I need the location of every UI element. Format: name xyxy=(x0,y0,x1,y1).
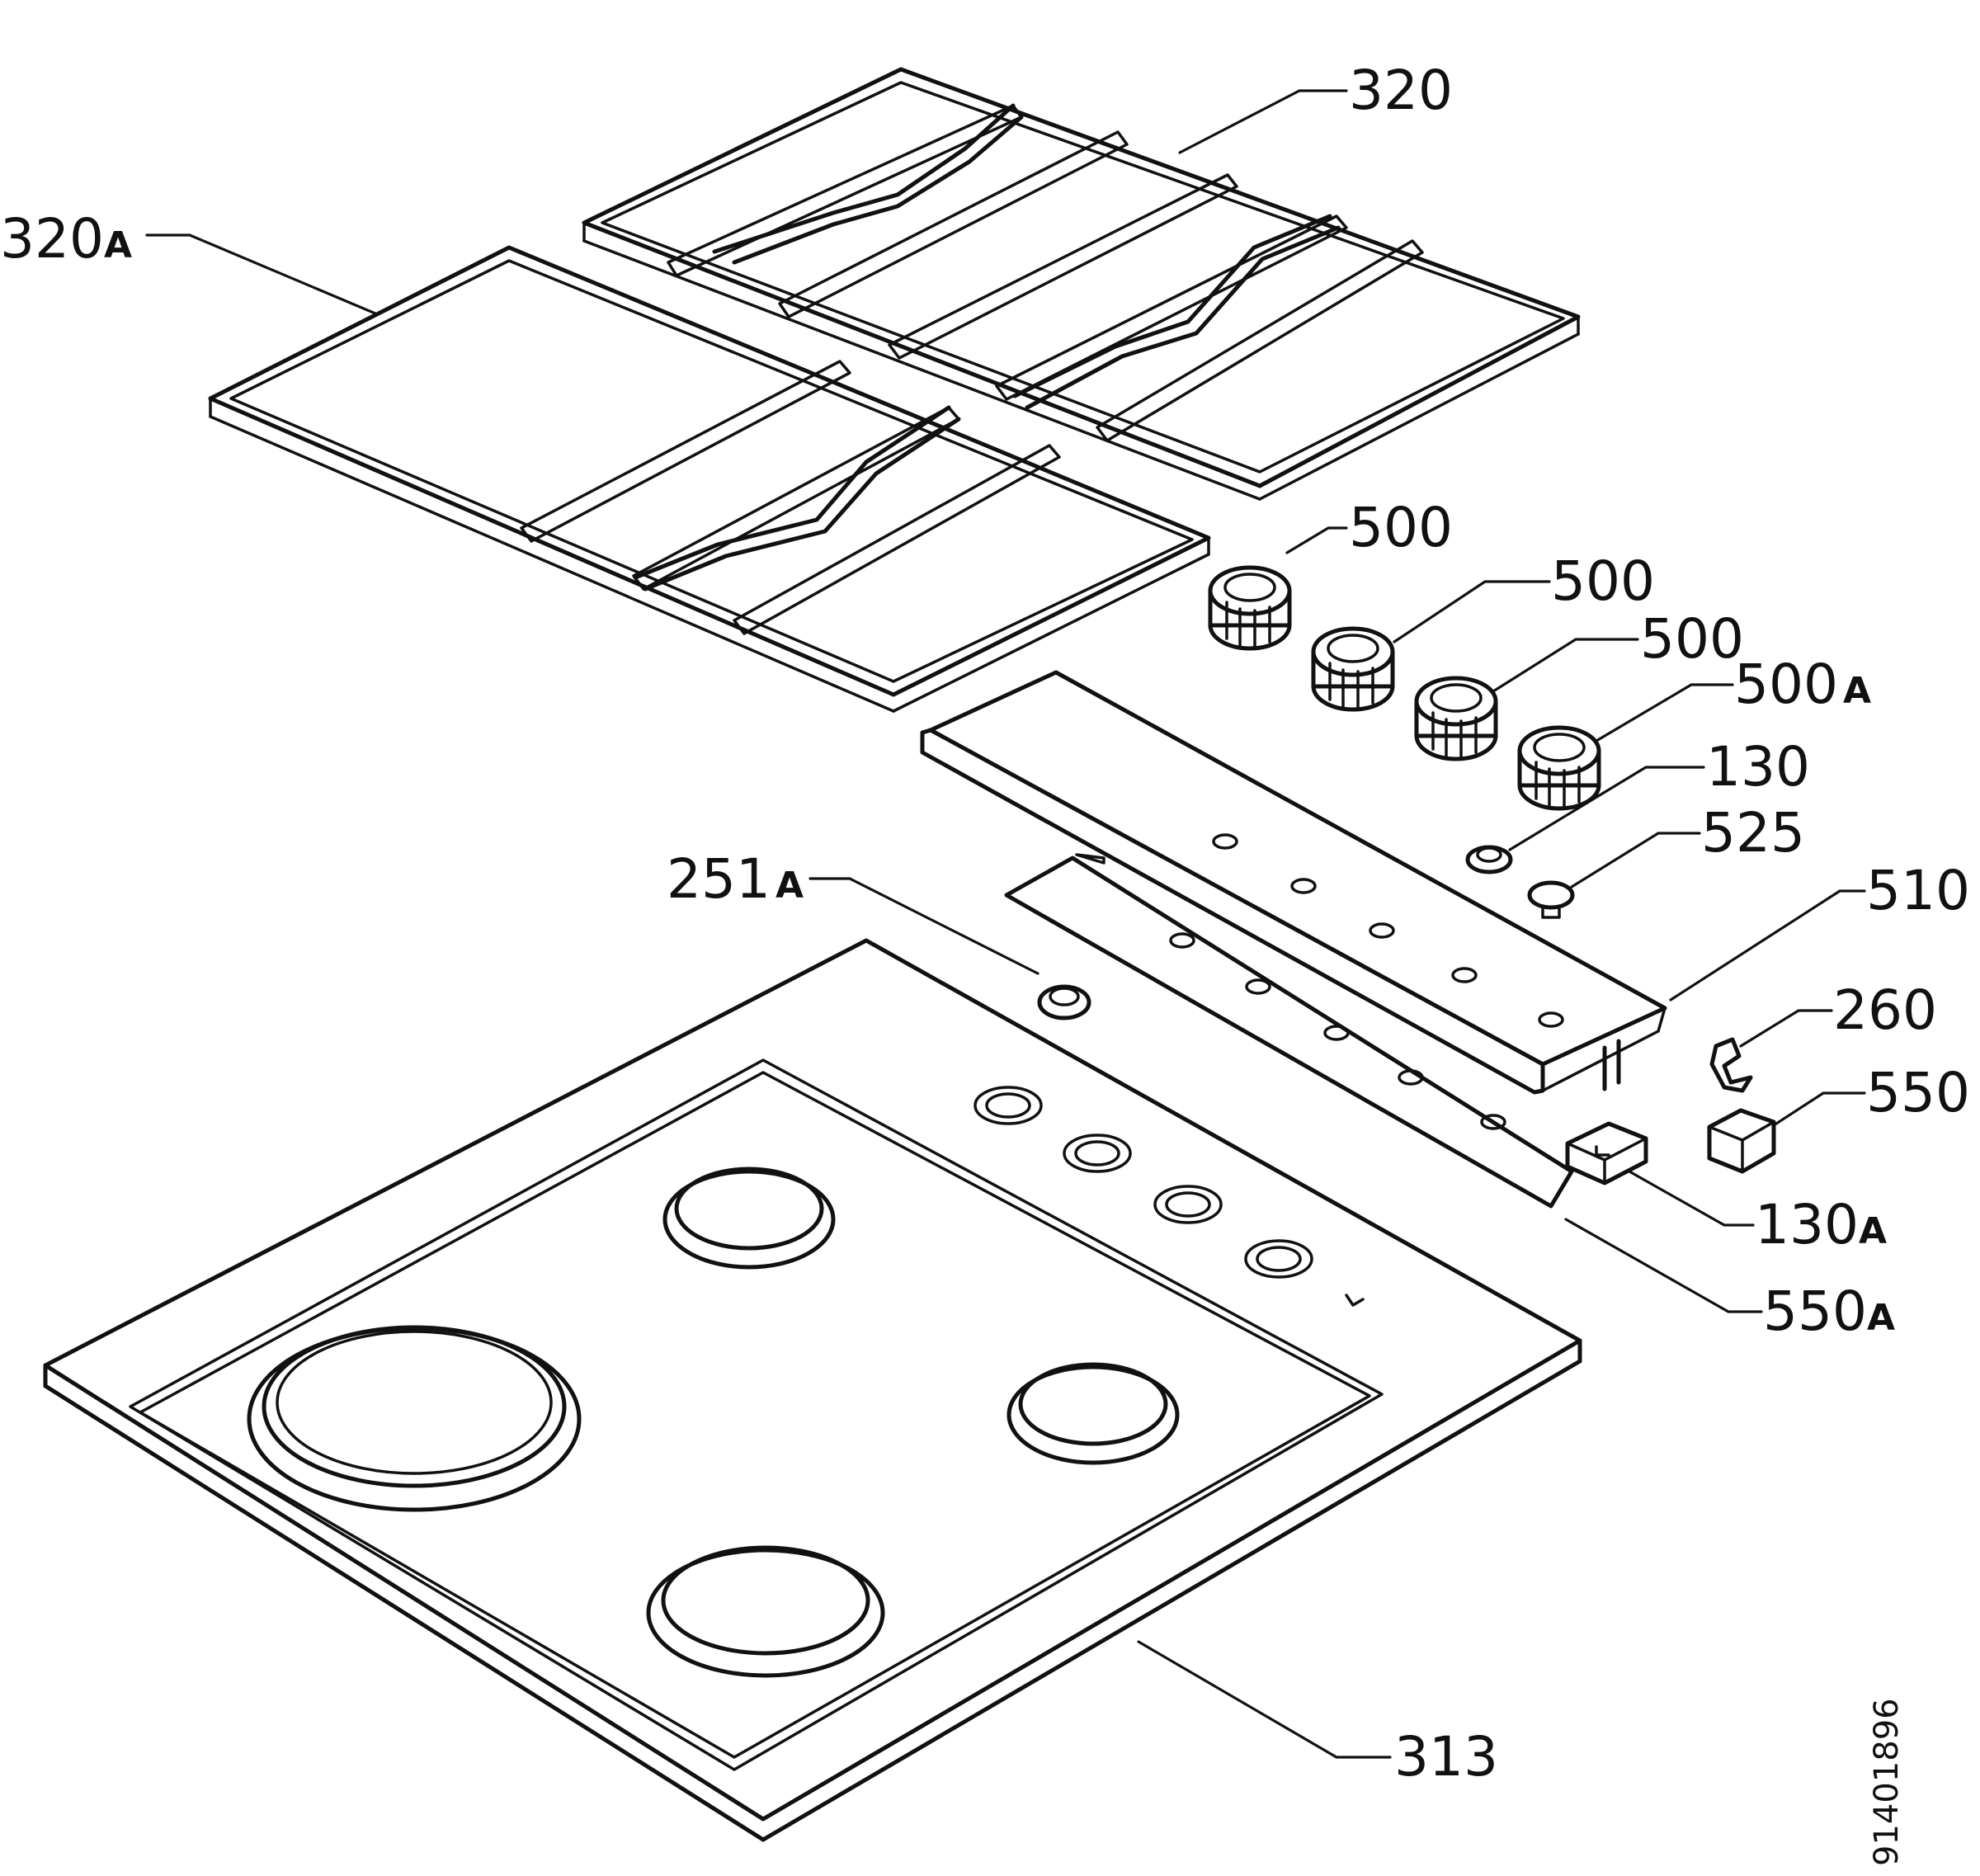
label-550a: 550A xyxy=(1763,1280,1895,1343)
label-510: 510 xyxy=(1866,859,1970,922)
pan-support-320 xyxy=(582,67,1581,501)
burner-rear xyxy=(662,1167,836,1270)
burner-right xyxy=(1006,1362,1180,1465)
label-130: 130 xyxy=(1706,735,1810,799)
spring-clip-260 xyxy=(1709,1037,1753,1093)
burner-large xyxy=(247,1325,582,1512)
knob-500-1 xyxy=(1208,565,1292,651)
label-320: 320 xyxy=(1349,59,1453,122)
label-550: 550 xyxy=(1866,1061,1970,1124)
hob-top-313 xyxy=(43,938,1582,1842)
label-500-2: 500 xyxy=(1551,549,1655,613)
control-panel-510 xyxy=(920,670,1667,1095)
knob-500-2 xyxy=(1311,626,1395,712)
control-knobs xyxy=(1208,565,1601,811)
switch-550 xyxy=(1707,1108,1776,1174)
burner-front xyxy=(646,1545,885,1678)
spark-module-130a xyxy=(1565,1121,1648,1185)
pan-support-320a xyxy=(208,245,1211,713)
label-320a: 320A xyxy=(0,207,132,271)
ignition-button-130 xyxy=(1465,845,1513,874)
drawing-number: 91401896 xyxy=(1868,1698,1906,1866)
knob-500-3 xyxy=(1414,676,1498,761)
panel-seal-550a xyxy=(1004,853,1574,1209)
label-500-1: 500 xyxy=(1349,496,1453,559)
cap-525 xyxy=(1527,880,1575,919)
label-260: 260 xyxy=(1833,978,1937,1042)
label-525: 525 xyxy=(1701,801,1805,865)
label-313: 313 xyxy=(1394,1725,1498,1789)
knob-500a xyxy=(1517,725,1601,811)
leader-lines xyxy=(145,89,1866,1759)
burner-cap-251a xyxy=(1037,984,1091,1020)
label-500-3: 500 xyxy=(1640,607,1744,671)
label-130a: 130A xyxy=(1755,1193,1887,1256)
